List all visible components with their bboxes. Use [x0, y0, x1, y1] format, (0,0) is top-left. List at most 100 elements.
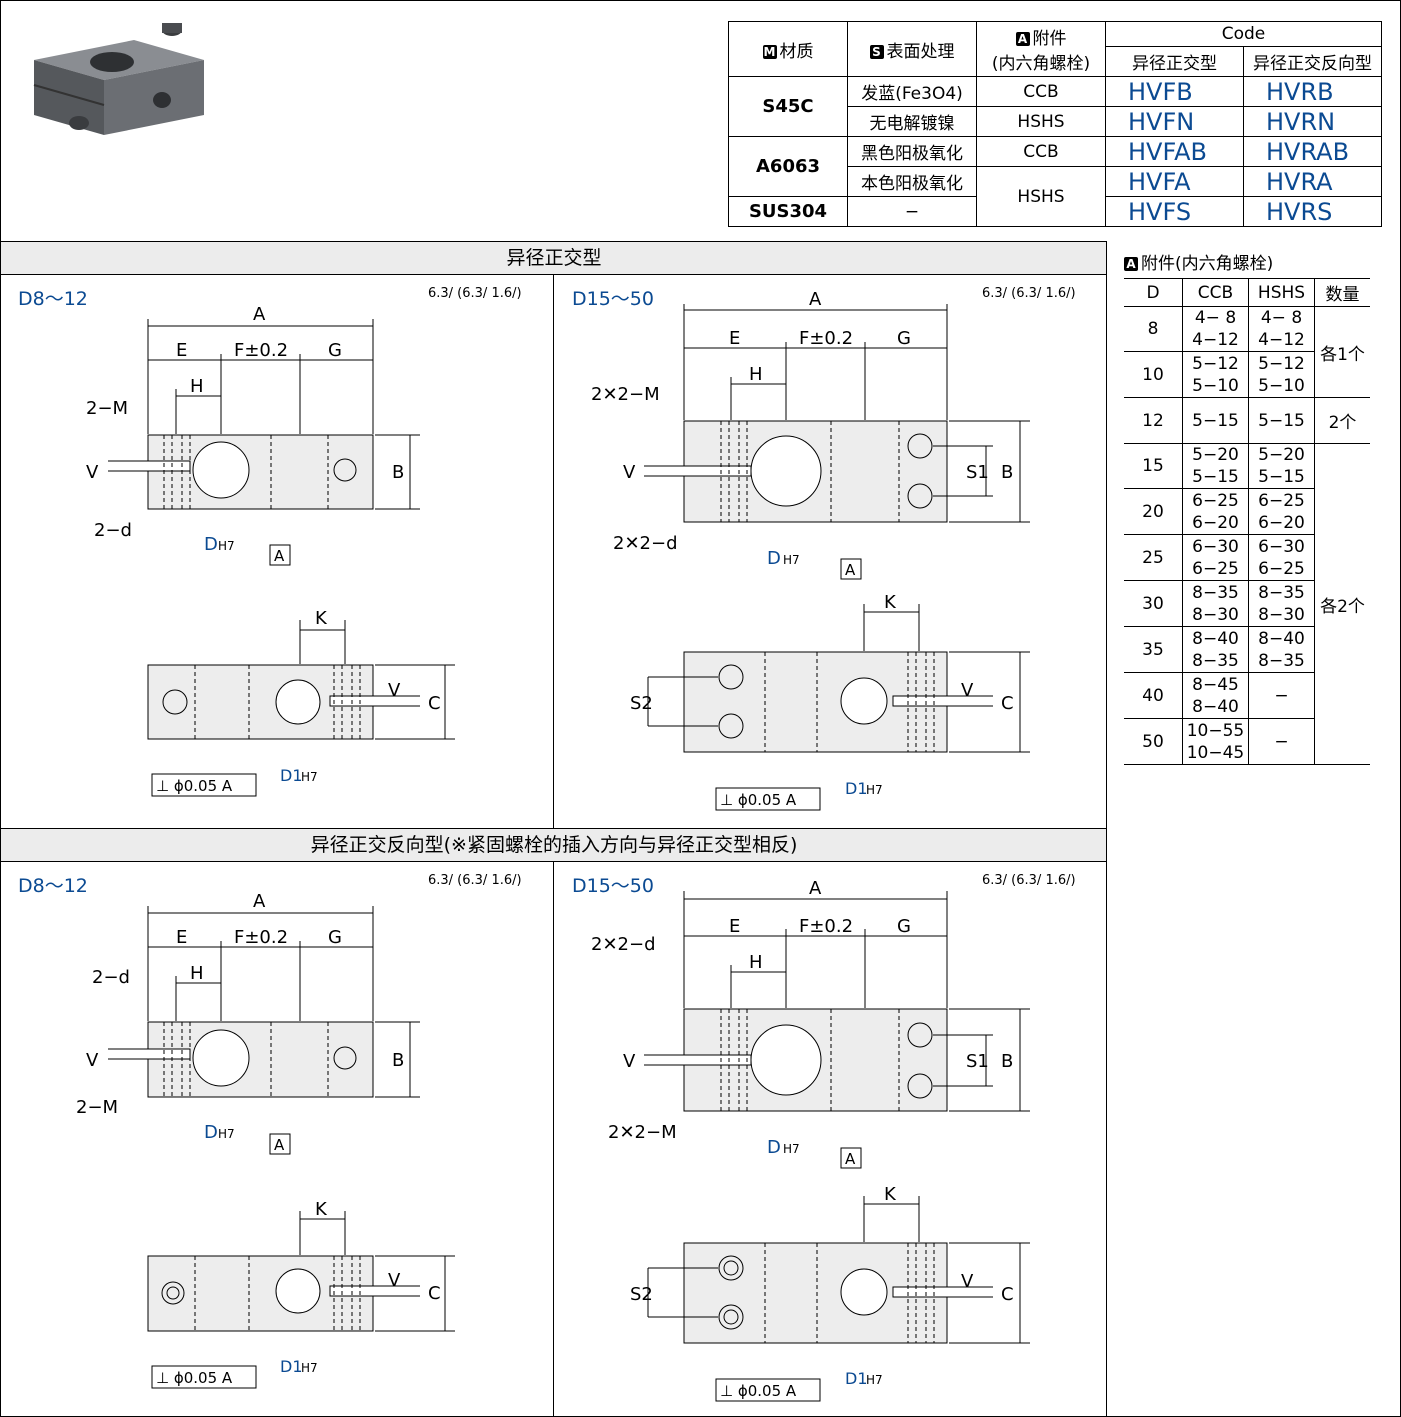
surface-badge: S: [869, 44, 884, 59]
d-cell: 35: [1124, 626, 1183, 673]
material-badge: M: [762, 44, 777, 59]
d-cell: 8: [1124, 306, 1183, 352]
code-type1-header: 异径正交型: [1105, 46, 1244, 77]
dim-S1-label: S1: [966, 1051, 989, 1072]
qty-cell: 各2个: [1314, 443, 1370, 765]
perp-tolerance: ⊥ ϕ0.05 A: [720, 791, 797, 809]
range-label-small: D8～12: [18, 288, 88, 310]
dim-H-label: H: [190, 376, 204, 397]
col-header: 数量: [1314, 278, 1370, 307]
code-cell: HVFS: [1105, 196, 1244, 227]
dim-V-label: V: [961, 1271, 974, 1292]
accessory-title-badge: A: [1124, 257, 1138, 271]
dim-A-label: A: [809, 289, 822, 310]
dim-V-label: V: [623, 1051, 636, 1072]
dim-C-label: C: [1001, 693, 1014, 714]
dim-B-label: B: [1001, 462, 1013, 483]
dia-D-label: D: [767, 548, 781, 569]
code-cell: HVFAB: [1105, 136, 1244, 167]
code-cell: HVFA: [1105, 166, 1244, 197]
dia-D1-tol: H7: [866, 783, 883, 797]
surface-cell: 本色阳极氧化: [847, 166, 977, 197]
dia-D1-tol: H7: [301, 1361, 318, 1375]
dim-F-label: F±0.2: [799, 916, 853, 937]
dim-K-label: K: [315, 608, 328, 629]
drawing-large-reverse: A E F±0.2 G H 2✕2−d 2✕2−M B S1 V K C S2 …: [591, 878, 1030, 1402]
roughness-note: 6.3/ (6.3/ 1.6/): [982, 873, 1076, 888]
label-2M: 2−M: [86, 398, 128, 419]
perp-tolerance: ⊥ ϕ0.05 A: [156, 1369, 233, 1387]
dim-K-label: K: [315, 1199, 328, 1220]
qty-cell: 各1个: [1314, 306, 1370, 398]
dim-S2-label: S2: [630, 693, 653, 714]
accessory-cell: HSHS: [976, 106, 1106, 137]
dia-D-tol: H7: [218, 1127, 235, 1141]
col-header: HSHS: [1248, 278, 1315, 307]
datum-A: A: [274, 547, 285, 565]
dim-E-label: E: [176, 340, 187, 361]
label-2d: 2−d: [92, 967, 130, 988]
dim-B-label: B: [1001, 1051, 1013, 1072]
panel-divider: [553, 861, 554, 1416]
dim-F-label: F±0.2: [799, 328, 853, 349]
dia-D1-label: D1: [845, 1369, 868, 1388]
dim-C-label: C: [1001, 1284, 1014, 1305]
hshs-cell: −: [1248, 718, 1315, 765]
material-cell: S45C: [728, 76, 848, 137]
d-cell: 50: [1124, 718, 1183, 765]
hshs-cell: 5−15: [1248, 397, 1315, 444]
range-label-large: D15～50: [572, 288, 654, 310]
dia-D1-label: D1: [845, 779, 868, 798]
dim-B-label: B: [392, 1050, 404, 1071]
accessory-badge: A: [1015, 32, 1030, 46]
surface-cell: −: [847, 196, 977, 227]
perp-tolerance: ⊥ ϕ0.05 A: [156, 777, 233, 795]
dim-E-label: E: [729, 328, 740, 349]
dia-D-label: D: [204, 1122, 218, 1143]
dim-V-label: V: [961, 680, 974, 701]
surface-cell: 无电解镀镍: [847, 106, 977, 137]
dia-D1-label: D1: [280, 766, 303, 785]
code-cell: HVRB: [1243, 76, 1382, 107]
section-title-reverse: 异径正交反向型(※紧固螺栓的插入方向与异径正交型相反): [1, 828, 1107, 862]
code-cell: HVFB: [1105, 76, 1244, 107]
range-label-large: D15～50: [572, 875, 654, 897]
drawing-small-standard: A E F±0.2 G H 2−M 2−d B V K C V D H7 A D…: [86, 304, 455, 797]
column-divider: [1106, 241, 1107, 1416]
label-2M: 2−M: [76, 1097, 118, 1118]
d-cell: 20: [1124, 488, 1183, 535]
code-cell: HVRA: [1243, 166, 1382, 197]
code-cell: HVRS: [1243, 196, 1382, 227]
dim-F-label: F±0.2: [234, 340, 288, 361]
datum-A: A: [274, 1136, 285, 1154]
code-cell: HVFN: [1105, 106, 1244, 137]
dim-A-label: A: [253, 891, 266, 912]
hshs-cell: −: [1248, 672, 1315, 719]
drawing-small-reverse: A E F±0.2 G H 2−d 2−M B V K C V D H7 A D…: [76, 891, 455, 1389]
dim-H-label: H: [749, 952, 763, 973]
surface-cell: 黑色阳极氧化: [847, 136, 977, 167]
perp-tolerance: ⊥ ϕ0.05 A: [720, 1382, 797, 1400]
d-cell: 10: [1124, 351, 1183, 398]
d-cell: 30: [1124, 580, 1183, 627]
dim-C-label: C: [428, 1283, 441, 1304]
accessory-cell: CCB: [976, 136, 1106, 167]
accessory-cell: CCB: [976, 76, 1106, 107]
dim-V-label: V: [86, 1050, 99, 1071]
dia-D-tol: H7: [218, 539, 235, 553]
ccb-cell: 5−15: [1182, 397, 1249, 444]
dia-D-label: D: [204, 534, 218, 555]
dim-G-label: G: [897, 328, 911, 349]
